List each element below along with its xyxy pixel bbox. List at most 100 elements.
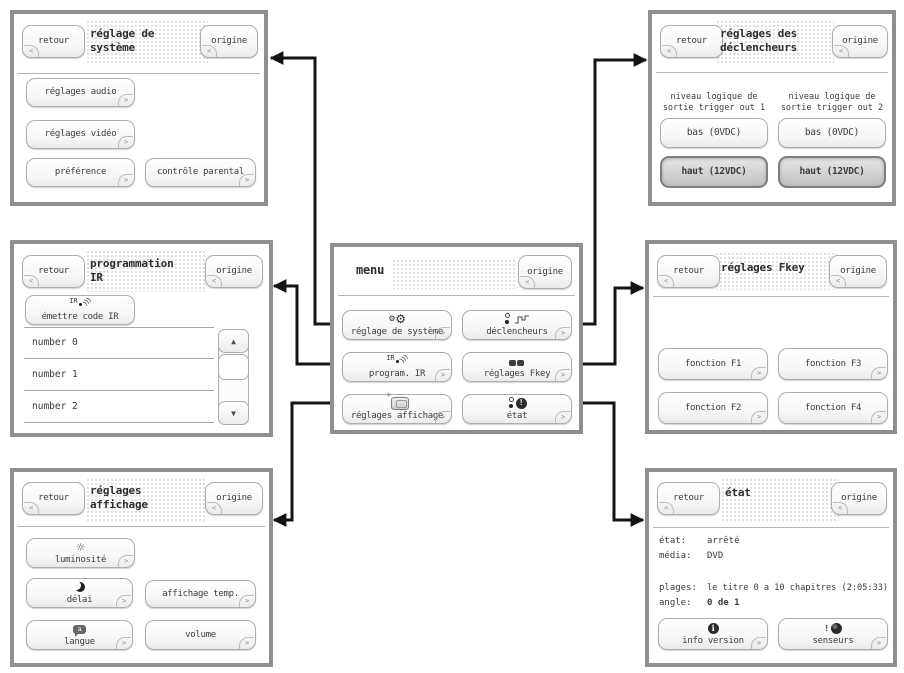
origine-button[interactable]: origine < xyxy=(518,255,572,289)
title-line1: réglage de xyxy=(90,27,155,40)
arrow-to-display xyxy=(272,401,342,527)
retour-label: retour xyxy=(673,266,704,277)
reglages-audio-button[interactable]: réglages audio > xyxy=(26,78,135,107)
list-item[interactable]: number 1 xyxy=(24,359,214,391)
ir-emitter-icon: IR ))) xyxy=(69,296,92,311)
haut-trigger1-button-selected[interactable]: haut (12VDC) xyxy=(660,156,768,188)
dot-pair xyxy=(504,313,510,325)
screen-shape xyxy=(386,392,409,410)
ir-text: IR xyxy=(386,353,395,362)
button-label: haut (12VDC) xyxy=(681,165,747,177)
info-disc: i xyxy=(707,622,719,634)
emettre-code-ir-button[interactable]: IR ))) émettre code IR xyxy=(25,295,135,325)
origine-button[interactable]: origine < xyxy=(832,25,888,58)
retour-label: retour xyxy=(38,493,69,504)
menu-item-program-ir[interactable]: IR ))) program. IR > xyxy=(342,352,452,382)
origine-label: origine xyxy=(216,266,252,277)
chevron-glyph: > xyxy=(245,639,249,648)
info-glyph: i xyxy=(711,623,715,634)
title-separator xyxy=(656,72,888,73)
origine-label: origine xyxy=(216,493,252,504)
button-label: réglages vidéo xyxy=(44,129,117,140)
fonction-f3-button[interactable]: fonction F3 > xyxy=(778,348,888,380)
title-separator xyxy=(18,526,265,527)
title-line2: déclencheurs xyxy=(720,41,798,55)
panel-reglage-systeme: retour < réglage de système origine < ré… xyxy=(10,10,268,206)
title-line1: programmation xyxy=(90,257,174,270)
panel-title: réglages affichage xyxy=(90,484,148,513)
panel-title: réglages Fkey xyxy=(721,261,805,275)
bubble-letter: a xyxy=(77,625,82,634)
menu-item-etat[interactable]: ! état > xyxy=(462,394,572,424)
origine-label: origine xyxy=(211,36,247,47)
title-line1: réglages Fkey xyxy=(721,261,805,274)
fonction-f1-button[interactable]: fonction F1 > xyxy=(658,348,768,380)
list-item[interactable]: number 2 xyxy=(24,391,214,423)
affichage-temp-button[interactable]: affichage temp. > xyxy=(145,580,256,608)
origine-button[interactable]: origine < xyxy=(829,255,887,288)
button-label: volume xyxy=(185,629,216,640)
gear-small: ⚙ xyxy=(388,314,396,324)
volume-button[interactable]: volume > xyxy=(145,620,256,650)
controle-parental-button[interactable]: contrôle parental > xyxy=(145,158,256,187)
menu-item-reglage-systeme[interactable]: ⚙⚙ réglage de système > xyxy=(342,310,452,340)
info-icon: i xyxy=(707,622,719,635)
fonction-f2-button[interactable]: fonction F2 > xyxy=(658,392,768,424)
origine-button[interactable]: origine < xyxy=(205,482,263,515)
bas-trigger2-button[interactable]: bas (0VDC) xyxy=(778,118,886,148)
status-row-value: 0 de 1 xyxy=(707,598,740,608)
scrollbar-thumb[interactable] xyxy=(218,354,249,380)
chevron-glyph: < xyxy=(29,277,33,286)
haut-trigger2-button-selected[interactable]: haut (12VDC) xyxy=(778,156,886,188)
delai-button[interactable]: délai > xyxy=(26,578,133,608)
arrow-to-system xyxy=(269,51,342,326)
retour-button[interactable]: retour < xyxy=(22,25,85,58)
list-item[interactable]: number 0 xyxy=(24,327,214,359)
origine-button[interactable]: origine < xyxy=(831,482,887,515)
button-label: préférence xyxy=(54,167,107,178)
info-version-button[interactable]: i info version > xyxy=(658,618,768,650)
chevron-right-icon: > xyxy=(871,411,886,423)
senseurs-button[interactable]: ! senseurs > xyxy=(778,618,888,650)
panel-title: menu xyxy=(356,263,384,279)
list-top-border xyxy=(24,327,214,328)
title-dot-grid xyxy=(392,259,516,289)
retour-button[interactable]: retour < xyxy=(657,255,720,288)
title-line2: affichage xyxy=(90,498,148,512)
menu-item-reglages-affichage[interactable]: réglages affichage > xyxy=(342,392,452,424)
button-label: affichage temp. xyxy=(162,588,239,599)
reglages-video-button[interactable]: réglages vidéo > xyxy=(26,120,135,149)
menu-item-label: program. IR xyxy=(368,368,426,379)
scroll-up-button[interactable]: ▲ xyxy=(218,329,249,353)
list-item-label: number 0 xyxy=(32,337,78,348)
sun-glyph: ☼ xyxy=(75,540,86,554)
fonction-f4-button[interactable]: fonction F4 > xyxy=(778,392,888,424)
bas-trigger1-button[interactable]: bas (0VDC) xyxy=(660,118,768,148)
status-row-label: média: xyxy=(659,551,692,561)
luminosite-button[interactable]: ☼ luminosité > xyxy=(26,538,135,568)
origine-button[interactable]: origine < xyxy=(205,255,263,288)
status-row-value: arrêté xyxy=(707,536,740,546)
menu-item-declencheurs[interactable]: déclencheurs > xyxy=(462,310,572,340)
chevron-left-icon: < xyxy=(24,275,39,287)
menu-item-reglages-fkey[interactable]: réglages Fkey > xyxy=(462,352,572,382)
retour-button[interactable]: retour < xyxy=(22,255,85,288)
title-dot-grid xyxy=(715,252,837,290)
origine-button[interactable]: origine < xyxy=(200,25,258,58)
chevron-right-icon: > xyxy=(435,369,450,381)
dot-pair xyxy=(508,397,514,409)
chevron-left-icon: < xyxy=(202,45,217,57)
retour-button[interactable]: retour < xyxy=(22,482,85,515)
panel-title: réglage de système xyxy=(90,27,154,56)
chevron-glyph: > xyxy=(122,597,126,606)
retour-button[interactable]: retour < xyxy=(657,482,720,515)
menu-item-label: réglages Fkey xyxy=(483,368,551,379)
preference-button[interactable]: préférence > xyxy=(26,158,135,187)
up-arrow-icon: ▲ xyxy=(231,336,236,346)
speech-bubble-icon: a xyxy=(73,623,86,637)
chevron-right-icon: > xyxy=(871,637,886,649)
scroll-down-button[interactable]: ▼ xyxy=(218,401,249,425)
langue-button[interactable]: a langue > xyxy=(26,620,133,650)
retour-button[interactable]: retour < xyxy=(660,25,723,58)
chevron-left-icon: < xyxy=(520,276,535,288)
